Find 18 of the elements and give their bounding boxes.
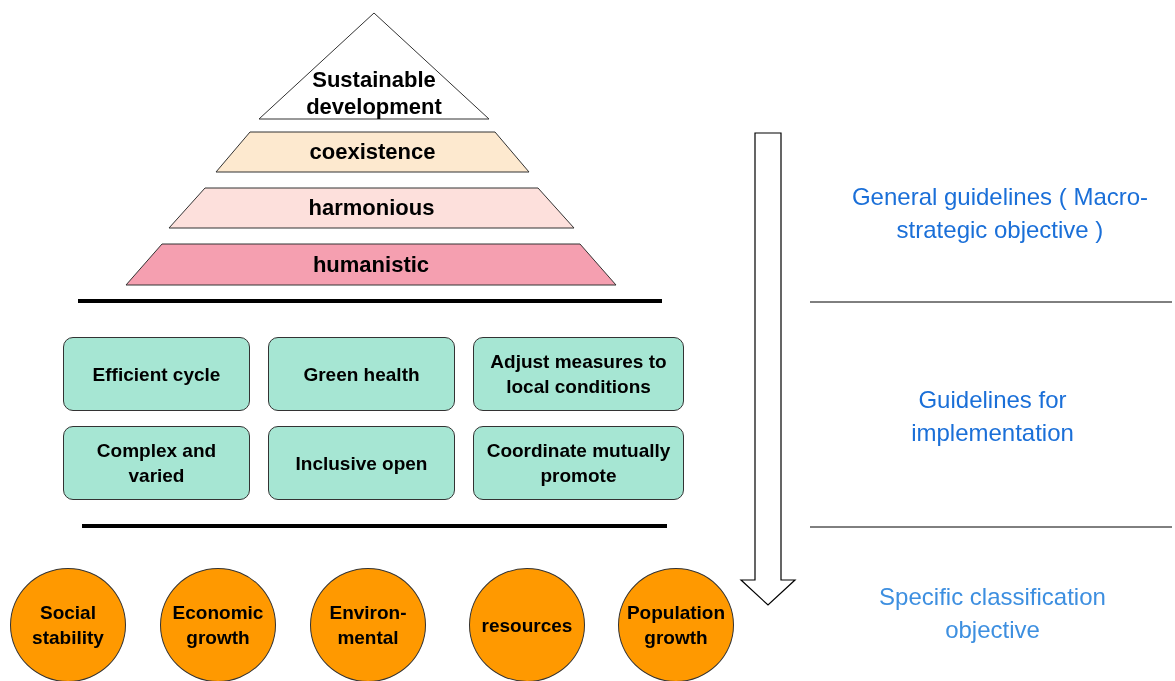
level-description: Specific classification objective — [878, 582, 1107, 645]
objective-circle: Social stability — [10, 568, 126, 681]
layer-label: coexistence — [309, 139, 436, 165]
level-description: General guidelines ( Macro-strategic objective ) — [850, 182, 1150, 245]
objective-circle: Environ-mental — [310, 568, 426, 681]
level-description: Guidelines for implementation — [910, 385, 1075, 448]
guideline-box: Inclusive open — [268, 426, 455, 500]
guideline-box: Coordinate mutually promote — [473, 426, 684, 500]
objective-circle: Economic growth — [160, 568, 276, 681]
guideline-box: Complex and varied — [63, 426, 250, 500]
layer-label: humanistic — [312, 251, 430, 278]
layer-label: Sustainable development — [305, 66, 443, 120]
layer-label: harmonious — [308, 195, 435, 221]
guideline-box: Adjust measures to local conditions — [473, 337, 684, 411]
objective-circle: resources — [469, 568, 585, 681]
guideline-box: Green health — [268, 337, 455, 411]
objective-circle: Population growth — [618, 568, 734, 681]
guideline-box: Efficient cycle — [63, 337, 250, 411]
